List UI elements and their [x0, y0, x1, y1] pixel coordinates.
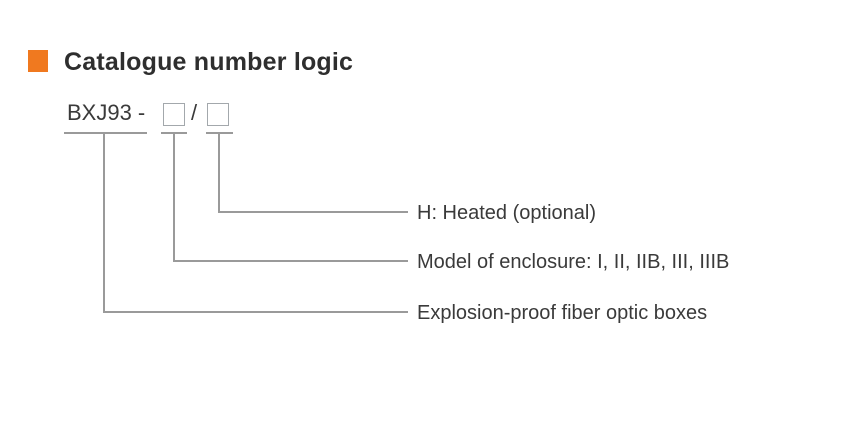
model-code-separator: / [191, 100, 198, 125]
model-code-prefix: BXJ93 - [67, 100, 146, 125]
section-title: Catalogue number logic [64, 48, 354, 76]
callout-label-product-family: Explosion-proof fiber optic boxes [417, 302, 708, 324]
connector-horizontal-boxes [103, 311, 408, 313]
connector-horizontal-heated [218, 211, 408, 213]
callout-label-heated: H: Heated (optional) [417, 202, 596, 224]
connector-vertical-prefix [103, 132, 105, 313]
connector-vertical-box-2 [218, 132, 220, 213]
connector-horizontal-enclosure [173, 260, 408, 262]
connector-vertical-box-1 [173, 132, 175, 262]
model-placeholder-box-1 [163, 103, 185, 126]
callout-label-enclosure-model: Model of enclosure: I, II, IIB, III, III… [417, 251, 730, 273]
orange-square-bullet-icon [28, 50, 48, 72]
model-placeholder-box-2 [207, 103, 229, 126]
underline-prefix [64, 132, 147, 134]
